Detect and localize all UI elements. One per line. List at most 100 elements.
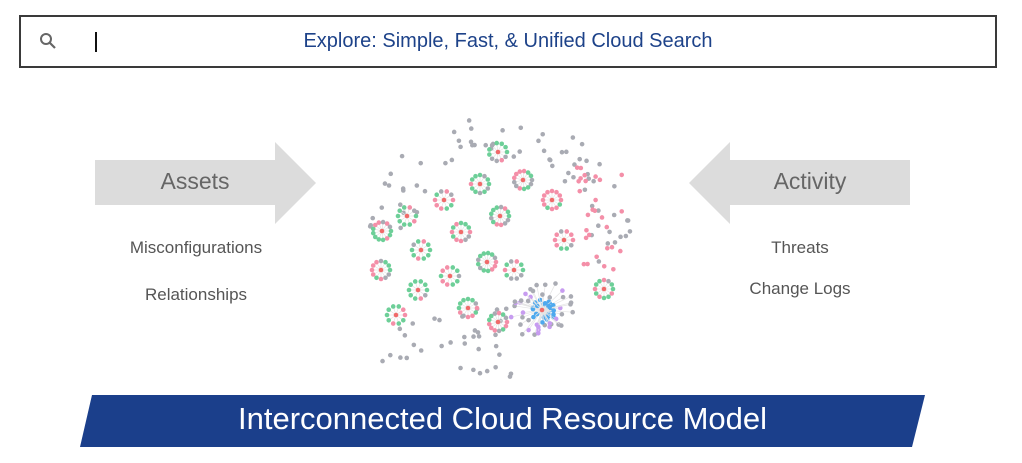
graph-node (368, 222, 374, 228)
graph-node (571, 174, 576, 180)
graph-node (407, 205, 413, 210)
graph-node (592, 286, 598, 292)
graph-node (581, 261, 587, 267)
graph-node (568, 242, 574, 248)
graph-node (415, 287, 421, 293)
graph-node (488, 211, 494, 217)
graph-node (474, 305, 480, 311)
graph-node (438, 189, 444, 194)
graph-node (432, 197, 438, 203)
graph-node (486, 181, 492, 187)
graph-node (570, 135, 576, 140)
graph-node (456, 273, 462, 279)
graph-node (486, 317, 492, 323)
graph-node (444, 189, 450, 194)
activity-item: Threats (771, 238, 829, 257)
graph-node (519, 332, 525, 337)
graph-node (554, 189, 559, 195)
graph-node (511, 175, 517, 181)
graph-node (482, 173, 487, 179)
graph-node (579, 141, 585, 147)
graph-node (387, 224, 393, 230)
graph-node (438, 206, 444, 211)
graph-node (477, 172, 483, 178)
graph-node (553, 316, 559, 322)
graph-node (578, 165, 584, 171)
graph-node (564, 149, 569, 155)
graph-node (492, 263, 498, 269)
graph-node (493, 343, 499, 349)
graph-node (493, 259, 499, 265)
graph-node (482, 189, 487, 195)
graph-node (457, 310, 463, 315)
graph-node (481, 251, 487, 256)
graph-node (526, 317, 531, 323)
graph-node (554, 232, 560, 238)
graph-node (584, 227, 589, 233)
graph-node (396, 321, 402, 326)
graph-node (370, 226, 376, 232)
graph-node (458, 220, 464, 226)
graph-node (425, 252, 431, 258)
graph-node (513, 171, 519, 177)
graph-node (376, 237, 382, 242)
graph-node (540, 197, 546, 203)
graph-node (536, 138, 541, 144)
banner-background (80, 395, 925, 447)
graph-node (421, 239, 427, 244)
graph-node (465, 314, 471, 320)
graph-node (606, 278, 611, 284)
graph-node (388, 228, 394, 234)
graph-node (397, 218, 403, 224)
activity-item: Change Logs (749, 279, 851, 298)
graph-node (607, 229, 612, 235)
graph-node (466, 234, 472, 239)
graph-node (484, 368, 490, 374)
graph-node (530, 306, 536, 312)
graph-node (609, 244, 615, 250)
graph-node (488, 313, 494, 319)
graph-node (518, 262, 524, 268)
graph-node (549, 188, 555, 194)
graph-node (525, 185, 531, 190)
graph-node (570, 309, 575, 315)
graph-node (535, 303, 540, 309)
graph-node (568, 294, 574, 299)
graph-node (489, 252, 495, 257)
graph-node (502, 206, 508, 211)
graph-node (562, 178, 568, 184)
graph-node (514, 276, 520, 281)
search-bar[interactable]: Explore: Simple, Fast, & Unified Cloud S… (19, 15, 997, 68)
graph-node (518, 272, 524, 278)
graph-node (422, 292, 428, 298)
graph-node (551, 308, 557, 313)
graph-node (611, 212, 617, 218)
graph-node (411, 342, 417, 348)
graph-node (542, 301, 548, 306)
graph-node (413, 213, 419, 219)
graph-node (443, 160, 448, 166)
graph-node (422, 188, 428, 194)
graph-node (370, 215, 376, 221)
graph-node (466, 225, 472, 230)
graph-node (540, 292, 545, 297)
graph-node (386, 272, 392, 277)
graph-node (619, 209, 625, 214)
graph-node (444, 265, 450, 270)
graph-node (585, 261, 590, 267)
graph-node (547, 304, 552, 310)
graph-node (456, 138, 462, 144)
graph-node (388, 352, 393, 358)
graph-node (547, 295, 553, 300)
graph-node (503, 315, 509, 321)
graph-node (448, 202, 454, 208)
graph-node (418, 279, 424, 284)
graph-node (601, 286, 607, 292)
graph-node (557, 202, 563, 207)
graph-node (609, 291, 615, 296)
graph-node (520, 267, 526, 273)
graph-node (475, 261, 481, 267)
graph-node (523, 291, 528, 297)
graph-node (372, 222, 378, 228)
graph-node (550, 302, 556, 308)
